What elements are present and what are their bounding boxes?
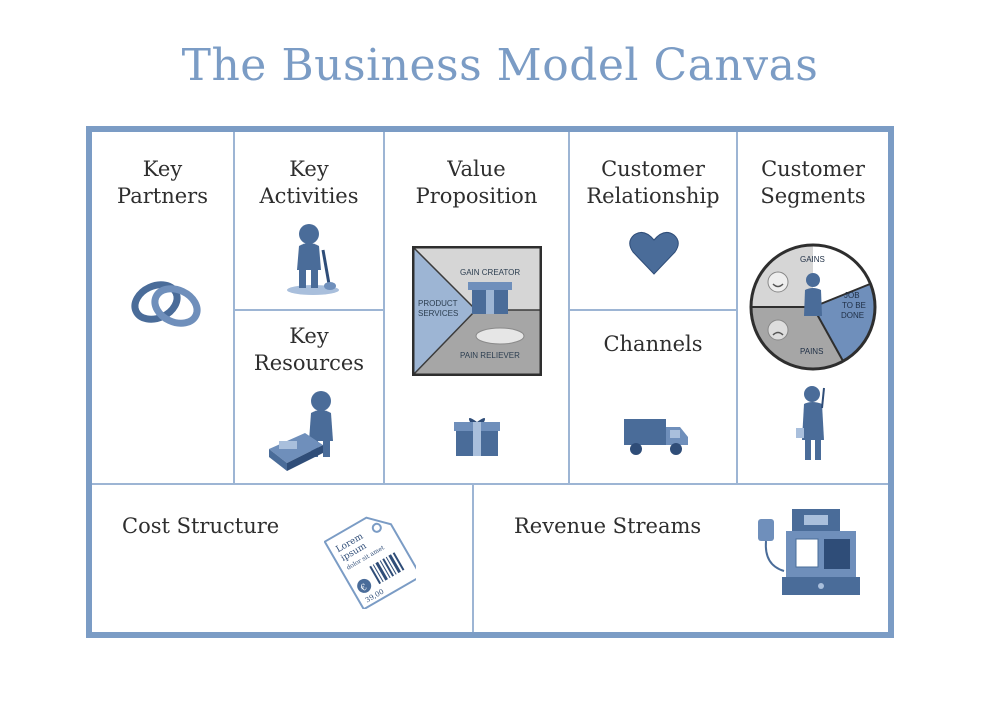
block-title: Key Resources [235, 323, 383, 377]
block-title: Customer Relationship [570, 156, 736, 210]
title-line: Value [447, 157, 506, 181]
block-title: Key Activities [235, 156, 383, 210]
rings-icon [131, 281, 201, 327]
block-customer-relationship[interactable]: Customer Relationship [570, 132, 736, 309]
value-map-diagram: GAIN CREATOR PRODUCT SERVICES PAIN RELIE… [412, 246, 542, 376]
block-customer-segments[interactable]: Customer Segments GAINS JOB TO BE DONE P… [738, 132, 888, 483]
gift-box-icon [454, 418, 500, 456]
worker-machine-icon [269, 391, 333, 471]
customer-figure-icon [796, 386, 825, 460]
block-title: Cost Structure [122, 514, 280, 538]
price-tag-icon: Lorem ipsum dolor sit amet € 39,00 [324, 516, 416, 609]
worker-shovel-icon [287, 224, 339, 295]
title-line: Resources [253, 351, 365, 375]
divider [472, 483, 474, 632]
title-line: Partners [117, 184, 208, 208]
block-title: Key Partners [92, 156, 233, 210]
block-revenue-streams[interactable]: Revenue Streams [474, 485, 888, 632]
title-line: Key [289, 324, 329, 348]
title-line: Relationship [586, 184, 720, 208]
divider [233, 132, 235, 483]
title-line: Activities [259, 184, 359, 208]
title-line: Proposition [415, 184, 538, 208]
page-title: The Business Model Canvas [181, 40, 819, 91]
title-line: Key [289, 157, 329, 181]
job-to-be-done-label: DONE [841, 311, 864, 320]
block-key-resources[interactable]: Key Resources [235, 311, 383, 483]
pain-reliever-label: PAIN RELIEVER [460, 351, 520, 360]
block-title: Revenue Streams [514, 514, 702, 538]
block-key-partners[interactable]: Key Partners [92, 132, 233, 483]
title-line: Customer [761, 157, 865, 181]
block-title: Channels [603, 332, 703, 356]
block-title: Customer Segments [738, 156, 888, 210]
barcode [369, 552, 405, 585]
divider [92, 483, 888, 485]
product-services-label: SERVICES [418, 309, 458, 318]
title-line: Segments [760, 184, 866, 208]
gain-creator-label: GAIN CREATOR [460, 268, 520, 277]
canvas-frame: Key Partners Key Activities Key Resource… [86, 126, 894, 638]
block-cost-structure[interactable]: Cost Structure Lorem ipsum dolor sit ame… [92, 485, 472, 632]
job-to-be-done-label: JOB [844, 291, 860, 300]
title-line: Key [142, 157, 183, 181]
block-channels[interactable]: Channels [570, 311, 736, 483]
divider [568, 132, 570, 483]
divider [383, 132, 385, 483]
block-key-activities[interactable]: Key Activities [235, 132, 383, 309]
product-services-label: PRODUCT [418, 299, 458, 308]
gains-label: GAINS [800, 255, 825, 264]
divider [233, 309, 385, 311]
truck-icon [624, 419, 688, 455]
job-to-be-done-label: TO BE [842, 301, 866, 310]
currency-symbol: € [358, 582, 369, 594]
heart-icon [629, 231, 679, 275]
title-line: Customer [601, 157, 705, 181]
block-value-proposition[interactable]: Value Proposition GAIN CREATOR PRODUCT S… [385, 132, 568, 483]
pains-label: PAINS [800, 347, 823, 356]
divider [736, 132, 738, 483]
customer-profile-diagram: GAINS JOB TO BE DONE PAINS [749, 243, 877, 371]
cash-register-icon [758, 509, 860, 595]
block-title: Value Proposition [385, 156, 568, 210]
divider [568, 309, 738, 311]
